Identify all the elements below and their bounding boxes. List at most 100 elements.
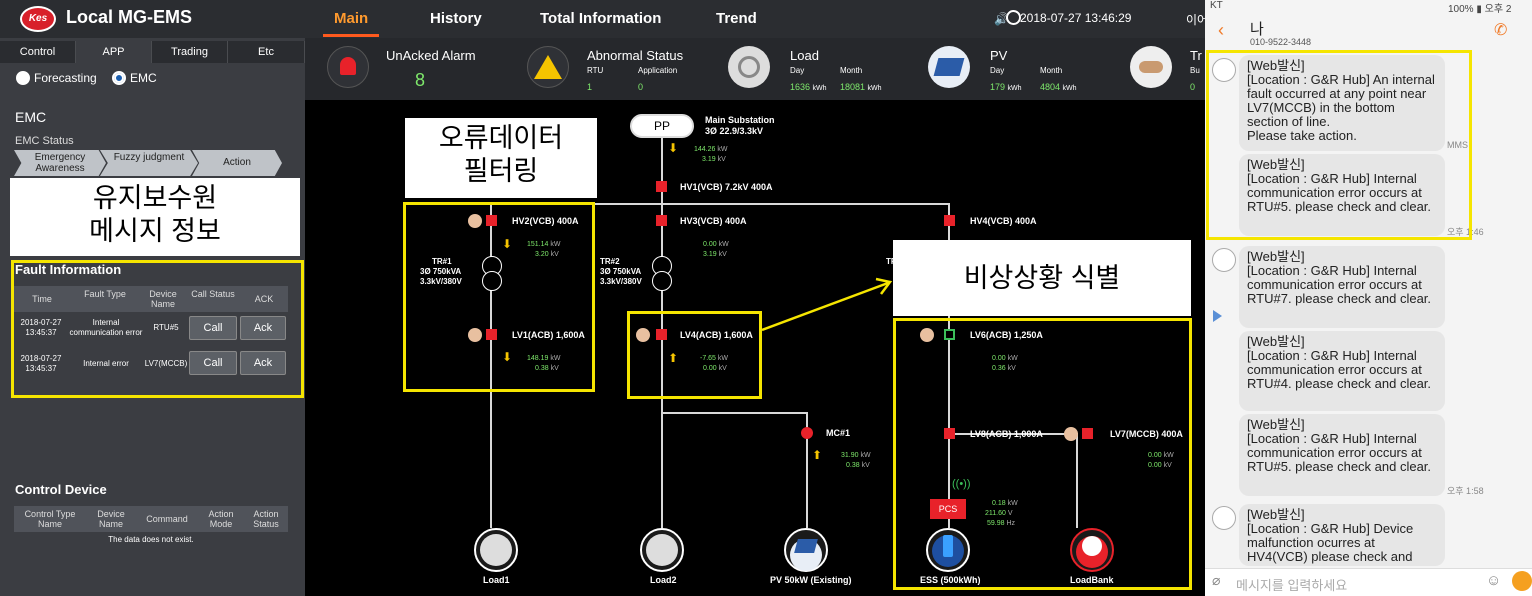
emc-label: EMC xyxy=(130,71,157,85)
loadbank-node[interactable] xyxy=(1070,528,1114,572)
mc1-power: 31.90 kW xyxy=(841,452,871,459)
lv6-power: 0.00 kW xyxy=(992,355,1018,362)
lv8-label: LV8(ACB) 1,000A xyxy=(970,429,1043,439)
alarm-count[interactable]: 8 xyxy=(415,70,426,90)
sidebar-tab-app[interactable]: APP xyxy=(76,41,152,63)
breaker-lv1[interactable] xyxy=(486,329,497,340)
pv-node[interactable] xyxy=(784,528,828,572)
load1-label: Load1 xyxy=(483,575,510,585)
lv1-voltage: 0.38 kV xyxy=(535,365,559,372)
abnormal-rtu-label: RTU xyxy=(587,66,604,75)
ess-node[interactable] xyxy=(926,528,970,572)
load2-label: Load2 xyxy=(650,575,677,585)
status-bar-carrier: KT xyxy=(1210,0,1223,11)
send-button[interactable] xyxy=(1512,571,1532,591)
breaker-hv3[interactable] xyxy=(656,215,667,226)
main-power: 144.26 kW xyxy=(694,146,728,153)
breaker-hv2[interactable] xyxy=(486,215,497,226)
mc1-node[interactable] xyxy=(801,427,813,439)
pcs-power: 0.18 kW xyxy=(992,500,1018,507)
mc1-label: MC#1 xyxy=(826,428,851,438)
maintainer-icon-lv1 xyxy=(468,328,482,342)
fault-row1-call-button[interactable]: Call xyxy=(189,316,237,340)
line-loadbank-feed xyxy=(1076,433,1078,528)
attach-icon[interactable]: ⌀ xyxy=(1212,572,1221,588)
sidebar-tab-etc[interactable]: Etc xyxy=(228,41,305,63)
highlight-messages xyxy=(1206,50,1472,240)
fault-row1-type: Internal communication error xyxy=(69,318,143,337)
lv4-power: -7.65 kW xyxy=(700,355,729,362)
emc-radio[interactable] xyxy=(112,71,126,85)
volume-icon[interactable]: 🔊 xyxy=(994,12,1009,26)
fault-col-call: Call Status xyxy=(186,286,240,312)
breaker-lv6[interactable] xyxy=(944,329,955,340)
line-pv-feed xyxy=(806,412,808,528)
line-feeder-1 xyxy=(490,203,492,528)
tab-total-information[interactable]: Total Information xyxy=(540,10,662,27)
lv6-label: LV6(ACB) 1,250A xyxy=(970,330,1043,340)
tab-main[interactable]: Main xyxy=(334,10,369,27)
back-arrow-icon[interactable]: ‹ xyxy=(1218,20,1224,40)
fault-row1-ack-button[interactable]: Ack xyxy=(240,316,286,340)
tr1-label: TR#1 xyxy=(432,257,452,266)
fault-row2-call-button[interactable]: Call xyxy=(189,351,237,375)
control-col-command: Command xyxy=(136,506,198,532)
pv-node-label: PV 50kW (Existing) xyxy=(770,575,852,585)
emergency-arrow xyxy=(761,277,893,332)
hv2-label: HV2(VCB) 400A xyxy=(512,216,579,226)
message-6: [Web발신] [Location : G&R Hub] Device malf… xyxy=(1239,504,1445,566)
play-indicator-icon xyxy=(1213,310,1222,322)
step-action: Action xyxy=(192,150,282,176)
forecasting-label: Forecasting xyxy=(34,71,97,85)
transformer-1-wye xyxy=(482,271,502,291)
control-col-mode: Action Mode xyxy=(198,506,244,532)
contact-phone: 010-9522-3448 xyxy=(1250,37,1312,47)
tab-history[interactable]: History xyxy=(430,10,482,27)
line-lv-bus-right xyxy=(948,433,1076,435)
load1-node[interactable] xyxy=(474,528,518,572)
maintainer-icon-hv2 xyxy=(468,214,482,228)
pv-month-value: 4804 kWh xyxy=(1040,82,1077,92)
message-time-2: 오후 1:58 xyxy=(1447,486,1484,496)
line-ess-feed xyxy=(948,433,950,528)
abnormal-rtu-value: 1 xyxy=(587,82,593,92)
callout-maintenance-message: 유지보수원 메시지 정보 xyxy=(10,178,300,256)
message-input[interactable]: 메시지를 입력하세요 xyxy=(1236,578,1348,593)
tab-trend[interactable]: Trend xyxy=(716,10,757,27)
fault-row2-ack-button[interactable]: Ack xyxy=(240,351,286,375)
message-4: [Web발신] [Location : G&R Hub] Internal co… xyxy=(1239,331,1445,411)
lv7-label: LV7(MCCB) 400A xyxy=(1110,429,1183,439)
main-voltage: 3.19 kV xyxy=(702,156,726,163)
phone-call-icon[interactable]: ✆ xyxy=(1494,22,1508,39)
breaker-lv8[interactable] xyxy=(944,428,955,439)
sidebar-tab-trading[interactable]: Trading xyxy=(152,41,228,63)
maintainer-icon-lv6 xyxy=(920,328,934,342)
wireless-icon: ((•)) xyxy=(952,478,971,490)
pv-label: PV xyxy=(990,48,1008,63)
emoji-icon[interactable]: ☺ xyxy=(1486,572,1502,589)
breaker-lv4[interactable] xyxy=(656,329,667,340)
sidebar-tab-control[interactable]: Control xyxy=(0,41,76,63)
lv7-voltage: 0.00 kV xyxy=(1148,462,1172,469)
pp-node[interactable]: PP xyxy=(630,114,694,138)
breaker-hv1[interactable] xyxy=(656,181,667,192)
breaker-hv4[interactable] xyxy=(944,215,955,226)
fault-row1-time: 2018-07-27 13:45:37 xyxy=(20,318,62,337)
hv2-power: 151.14 kW xyxy=(527,241,561,248)
handshake-icon xyxy=(1130,46,1172,88)
transformer-2-wye xyxy=(652,271,672,291)
callout-error-filtering: 오류데이터 필터링 xyxy=(405,118,597,198)
pv-day-value: 179 kWh xyxy=(990,82,1022,92)
line-hv-bus xyxy=(490,203,950,205)
forecasting-radio[interactable] xyxy=(16,71,30,85)
line-feeder-2 xyxy=(661,203,663,528)
control-empty-message: The data does not exist. xyxy=(108,535,194,544)
top-bar xyxy=(0,0,1205,38)
lv4-voltage: 0.00 kV xyxy=(703,365,727,372)
flow-down-arrow-main: ⬇ xyxy=(668,141,679,155)
fault-col-ack: ACK xyxy=(240,286,288,312)
pcs-node[interactable]: PCS xyxy=(930,499,966,519)
pv-day-label: Day xyxy=(990,66,1005,75)
load2-node[interactable] xyxy=(640,528,684,572)
breaker-lv7[interactable] xyxy=(1082,428,1093,439)
